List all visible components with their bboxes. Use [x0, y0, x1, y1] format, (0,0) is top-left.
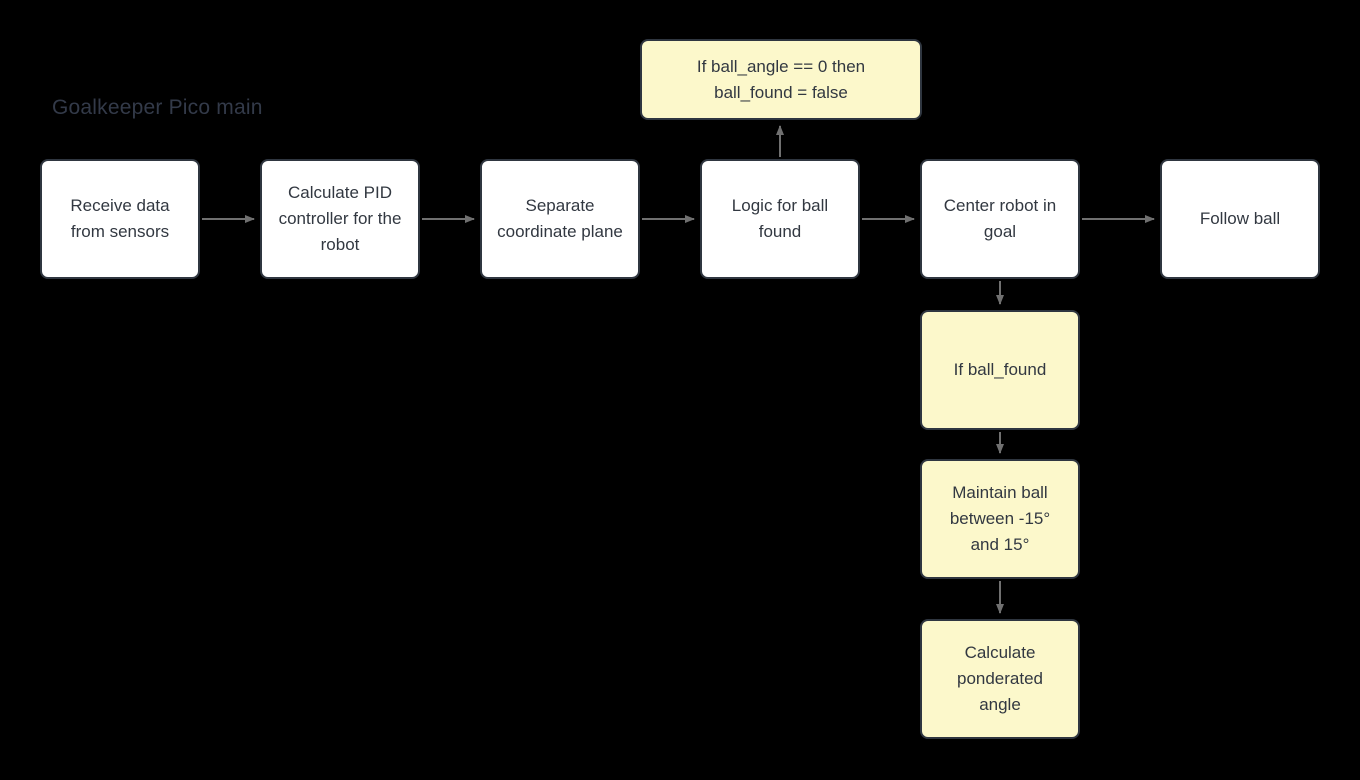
node-calculate-pid: Calculate PID controller for the robot: [260, 159, 420, 279]
node-label: Follow ball: [1199, 209, 1281, 228]
node-logic-ball-found: Logic for ball found: [700, 159, 860, 279]
node-receive-data: Receive data from sensors: [40, 159, 200, 279]
node-maintain-ball-angle: Maintain ball between -15° and 15°: [920, 459, 1080, 579]
node-label: Logic for ball found: [731, 196, 829, 241]
node-label: Separate coordinate plane: [497, 196, 623, 241]
node-label: If ball_angle == 0 then ball_found = fal…: [696, 56, 866, 102]
node-center-robot-in-goal: Center robot in goal: [920, 159, 1080, 279]
node-label: Calculate PID controller for the robot: [278, 183, 402, 254]
node-separate-coordinate-plane: Separate coordinate plane: [480, 159, 640, 279]
node-label: If ball_found: [953, 360, 1047, 379]
node-label: Receive data from sensors: [70, 196, 170, 241]
node-label: Maintain ball between -15° and 15°: [949, 483, 1051, 554]
diagram-title: Goalkeeper Pico main: [52, 96, 263, 119]
node-calculate-ponderated-angle: Calculate ponderated angle: [920, 619, 1080, 739]
node-label: Center robot in goal: [943, 196, 1057, 241]
node-follow-ball: Follow ball: [1160, 159, 1320, 279]
node-ball-angle-condition: If ball_angle == 0 then ball_found = fal…: [640, 39, 922, 120]
node-label: Calculate ponderated angle: [956, 643, 1044, 714]
node-if-ball-found: If ball_found: [920, 310, 1080, 430]
